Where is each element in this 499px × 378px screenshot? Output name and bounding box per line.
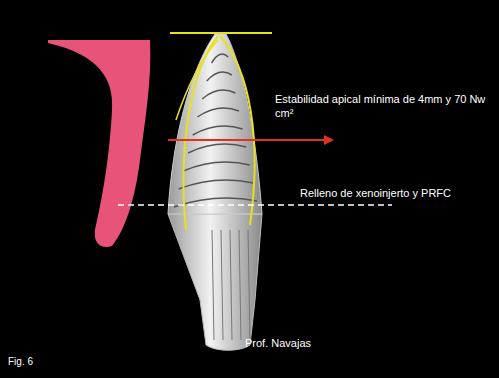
thread-stroke — [207, 72, 232, 81]
yellow-curve — [220, 36, 255, 225]
collar-stroke — [230, 230, 232, 340]
collar-stroke — [239, 230, 241, 340]
thread-stroke — [202, 90, 235, 99]
apex-line — [170, 32, 272, 34]
thread-stroke — [174, 198, 257, 207]
collar-stroke — [221, 230, 223, 340]
author-label: Prof. Navajas — [245, 336, 311, 350]
fill-line — [118, 204, 392, 206]
soft-tissue — [48, 40, 150, 247]
red-arrow — [168, 139, 326, 141]
collar-stroke — [248, 230, 250, 340]
figure-number: Fig. 6 — [8, 355, 33, 369]
thread-stroke — [183, 162, 249, 171]
thread-stroke — [179, 180, 254, 189]
stability-note: Estabilidad apical mínima de 4mm y 70 Nw… — [275, 92, 490, 120]
thread-stroke — [188, 144, 246, 153]
thread-stroke — [212, 54, 229, 63]
implant-collar — [168, 214, 262, 350]
yellow-curve — [176, 40, 218, 120]
collar-lines — [212, 230, 250, 340]
arrowhead — [324, 135, 334, 145]
thread-stroke — [193, 126, 243, 135]
fill-note: Relleno de xenoinjerto y PRFC — [300, 186, 451, 200]
thread-stroke — [197, 108, 239, 117]
collar-stroke — [212, 230, 214, 340]
implant-body — [168, 34, 262, 214]
